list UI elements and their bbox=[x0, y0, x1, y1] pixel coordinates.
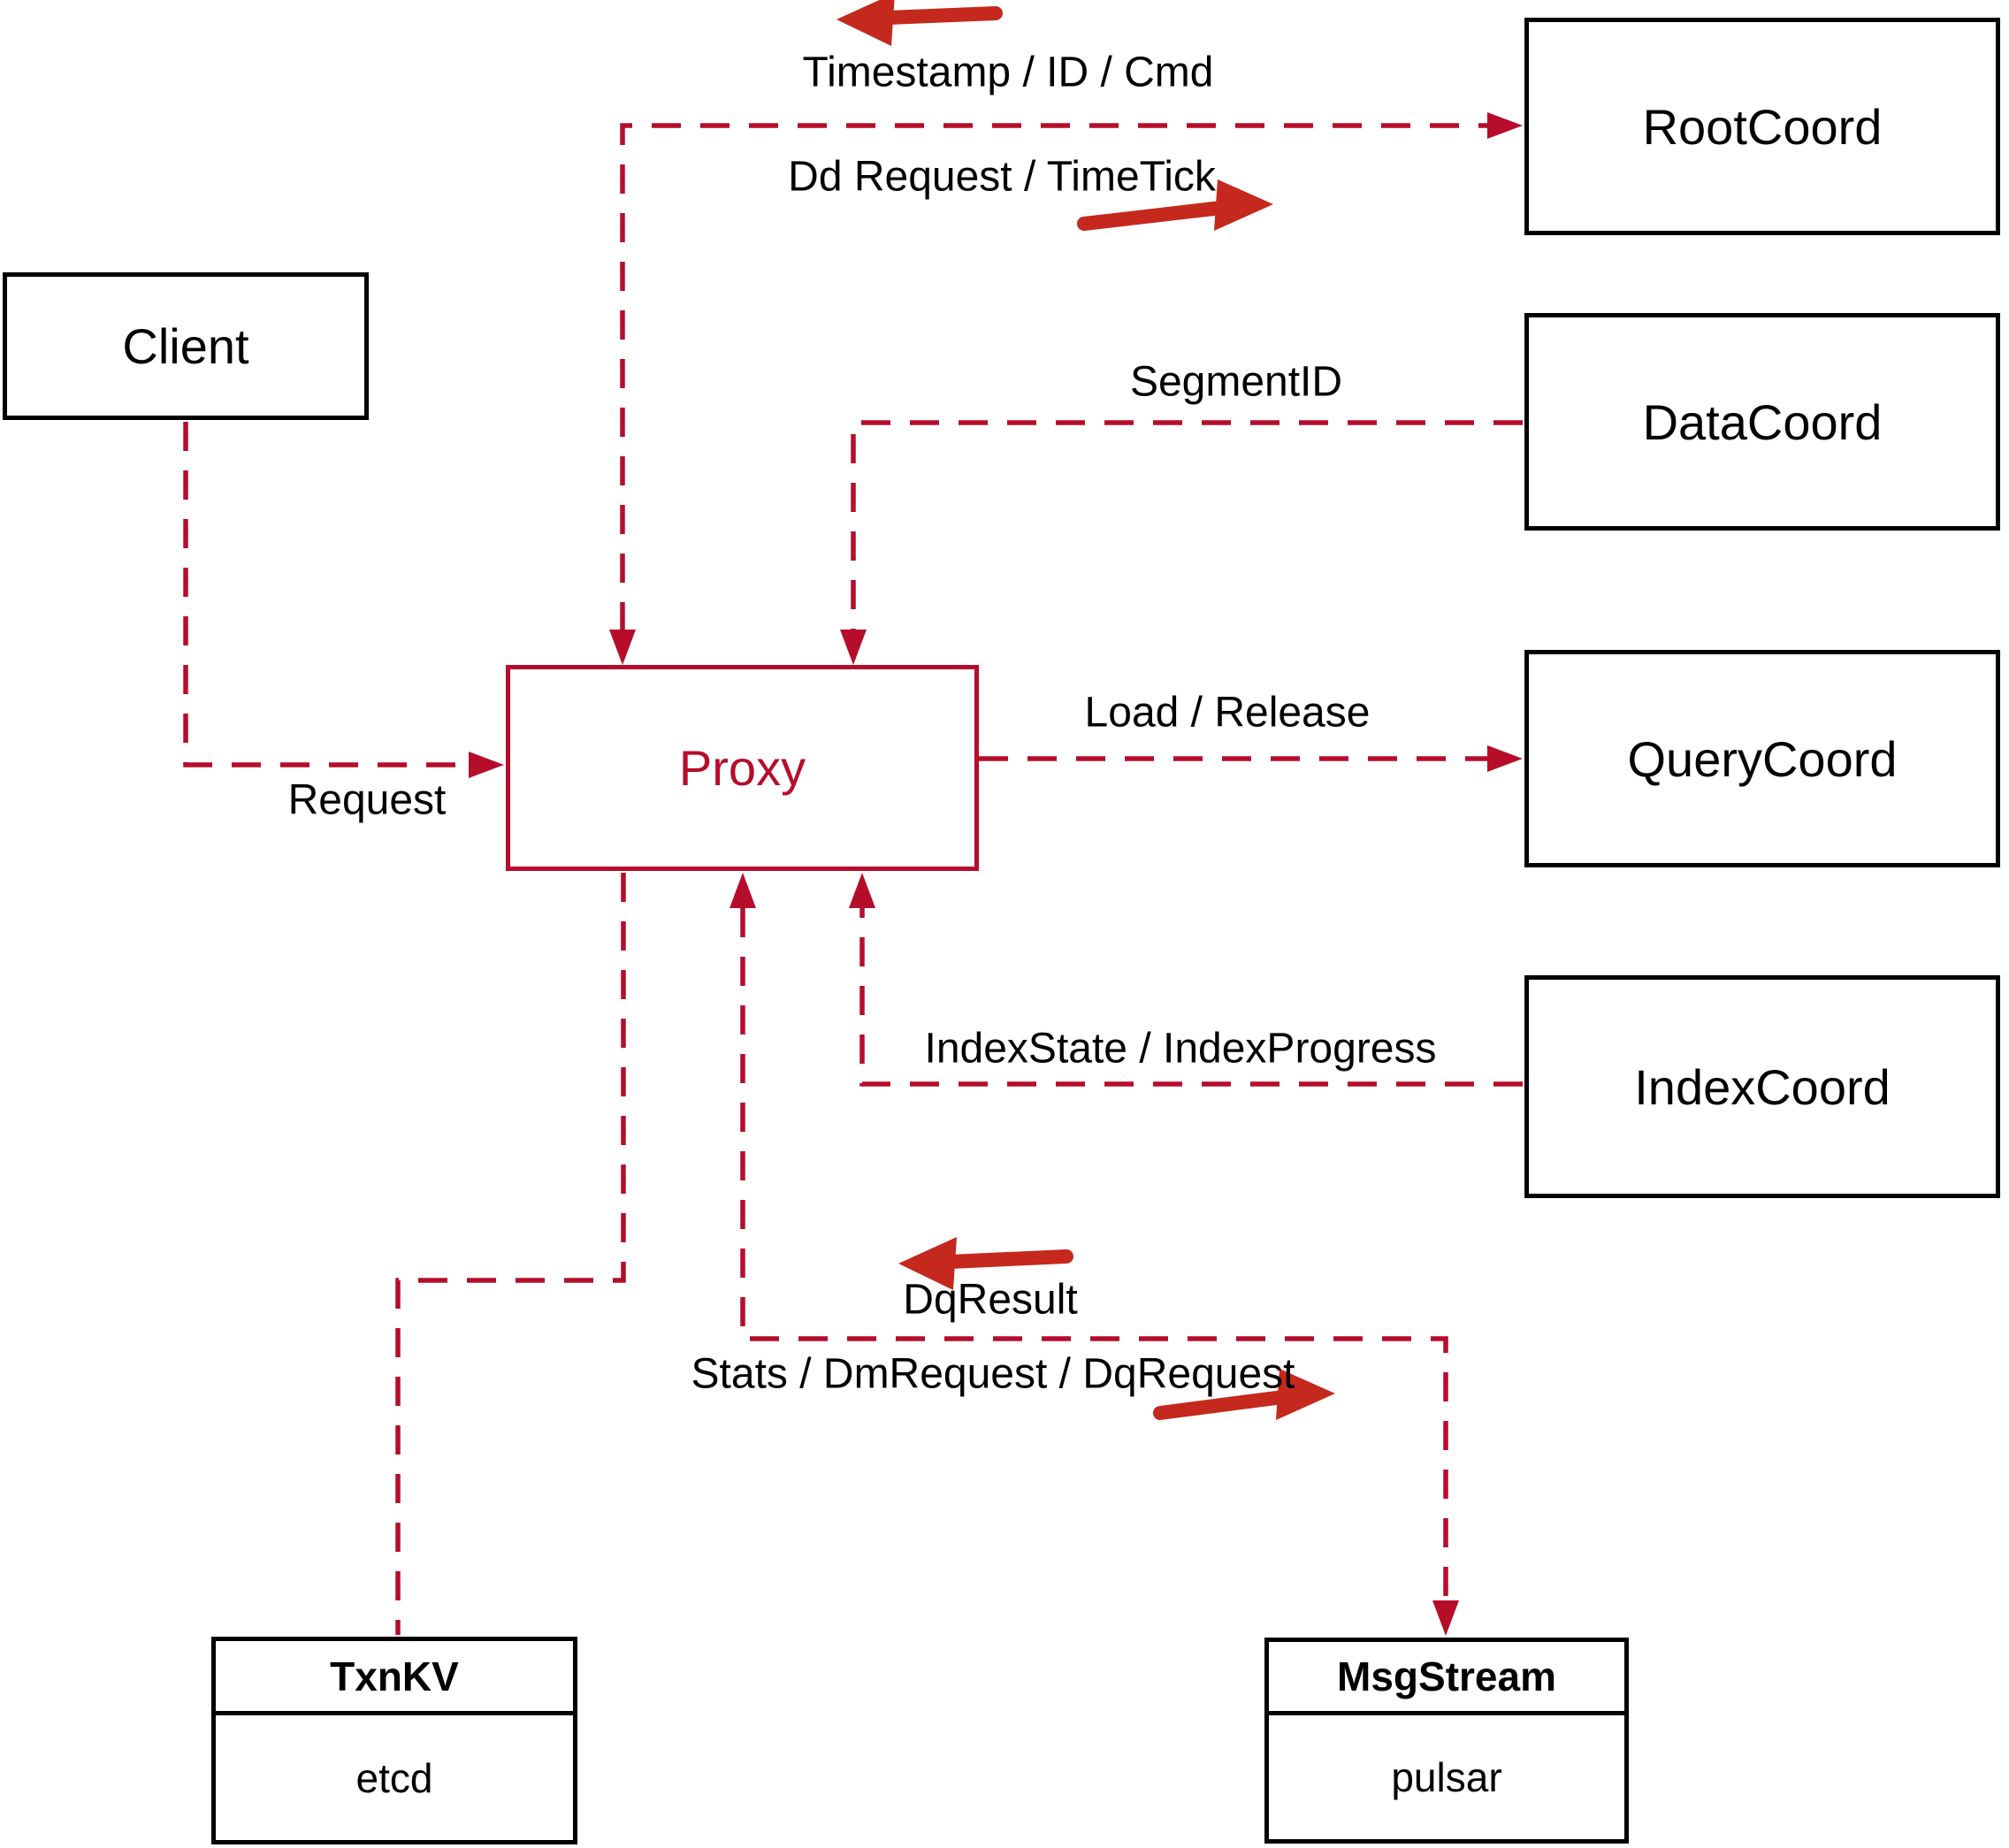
edge-label-timestamp-id-cmd: Timestamp / ID / Cmd bbox=[802, 49, 1214, 96]
node-txnkv: TxnKV etcd bbox=[211, 1637, 577, 1844]
ddrequest-direction-arrow-right bbox=[1214, 179, 1273, 231]
node-client: Client bbox=[3, 272, 369, 420]
node-proxy: Proxy bbox=[506, 665, 979, 871]
dqresult-direction-arrow-left bbox=[898, 1237, 957, 1290]
node-msgstream-title: MsgStream bbox=[1269, 1642, 1624, 1715]
edge-proxy-msgstream bbox=[740, 908, 1448, 1602]
edge-indexcoord-proxy bbox=[859, 908, 1523, 1087]
stats-direction-arrow-right bbox=[1276, 1369, 1335, 1420]
arrowhead-into-msgstream bbox=[1432, 1600, 1459, 1636]
arrowhead-into-proxy-top-right bbox=[840, 630, 867, 665]
edge-label-dd-request-timetick: Dd Request / TimeTick bbox=[788, 153, 1216, 201]
node-txnkv-subtitle: etcd bbox=[355, 1754, 433, 1801]
node-msgstream-subtitle: pulsar bbox=[1391, 1754, 1502, 1800]
dqresult-direction-arrow-shaft bbox=[943, 1249, 1073, 1269]
edge-proxy-rootcoord bbox=[620, 123, 1487, 631]
node-datacoord-label: DataCoord bbox=[1642, 393, 1883, 450]
edge-label-request: Request bbox=[287, 776, 447, 824]
timestamp-direction-arrow-left bbox=[836, 0, 895, 46]
edge-datacoord-proxy bbox=[851, 420, 1523, 631]
arrowhead-into-proxy-left bbox=[469, 752, 504, 778]
edge-label-dq-result: DqResult bbox=[903, 1276, 1078, 1324]
edge-label-load-release: Load / Release bbox=[1084, 689, 1371, 737]
arrowhead-into-querycoord bbox=[1487, 745, 1523, 772]
node-datacoord: DataCoord bbox=[1524, 313, 2000, 531]
node-rootcoord: RootCoord bbox=[1524, 18, 2000, 235]
arrowhead-into-proxy-bottom-right bbox=[849, 873, 875, 908]
stats-direction-arrow-shaft bbox=[1153, 1390, 1290, 1420]
arrowhead-into-proxy-bottom-left bbox=[730, 873, 756, 908]
node-proxy-label: Proxy bbox=[678, 740, 806, 796]
node-indexcoord: IndexCoord bbox=[1524, 975, 2000, 1198]
edge-label-stats-dm-dq: Stats / DmRequest / DqRequest bbox=[691, 1350, 1295, 1398]
node-msgstream: MsgStream pulsar bbox=[1264, 1638, 1629, 1844]
node-querycoord: QueryCoord bbox=[1524, 650, 2000, 867]
ddrequest-direction-arrow-shaft bbox=[1077, 201, 1228, 231]
timestamp-direction-arrow-shaft bbox=[881, 6, 1003, 25]
node-querycoord-label: QueryCoord bbox=[1627, 730, 1898, 787]
edge-proxy-txnkv bbox=[395, 873, 626, 1635]
node-rootcoord-label: RootCoord bbox=[1642, 98, 1883, 155]
edge-label-index-state: IndexState / IndexProgress bbox=[924, 1025, 1437, 1073]
edge-label-segment-id: SegmentID bbox=[1129, 358, 1343, 406]
arrowhead-into-proxy-top-left bbox=[609, 630, 636, 665]
node-indexcoord-label: IndexCoord bbox=[1634, 1058, 1891, 1115]
edge-client-proxy bbox=[183, 422, 470, 767]
node-client-label: Client bbox=[122, 318, 249, 374]
arrowhead-into-rootcoord bbox=[1487, 112, 1523, 139]
node-txnkv-title: TxnKV bbox=[216, 1641, 573, 1715]
